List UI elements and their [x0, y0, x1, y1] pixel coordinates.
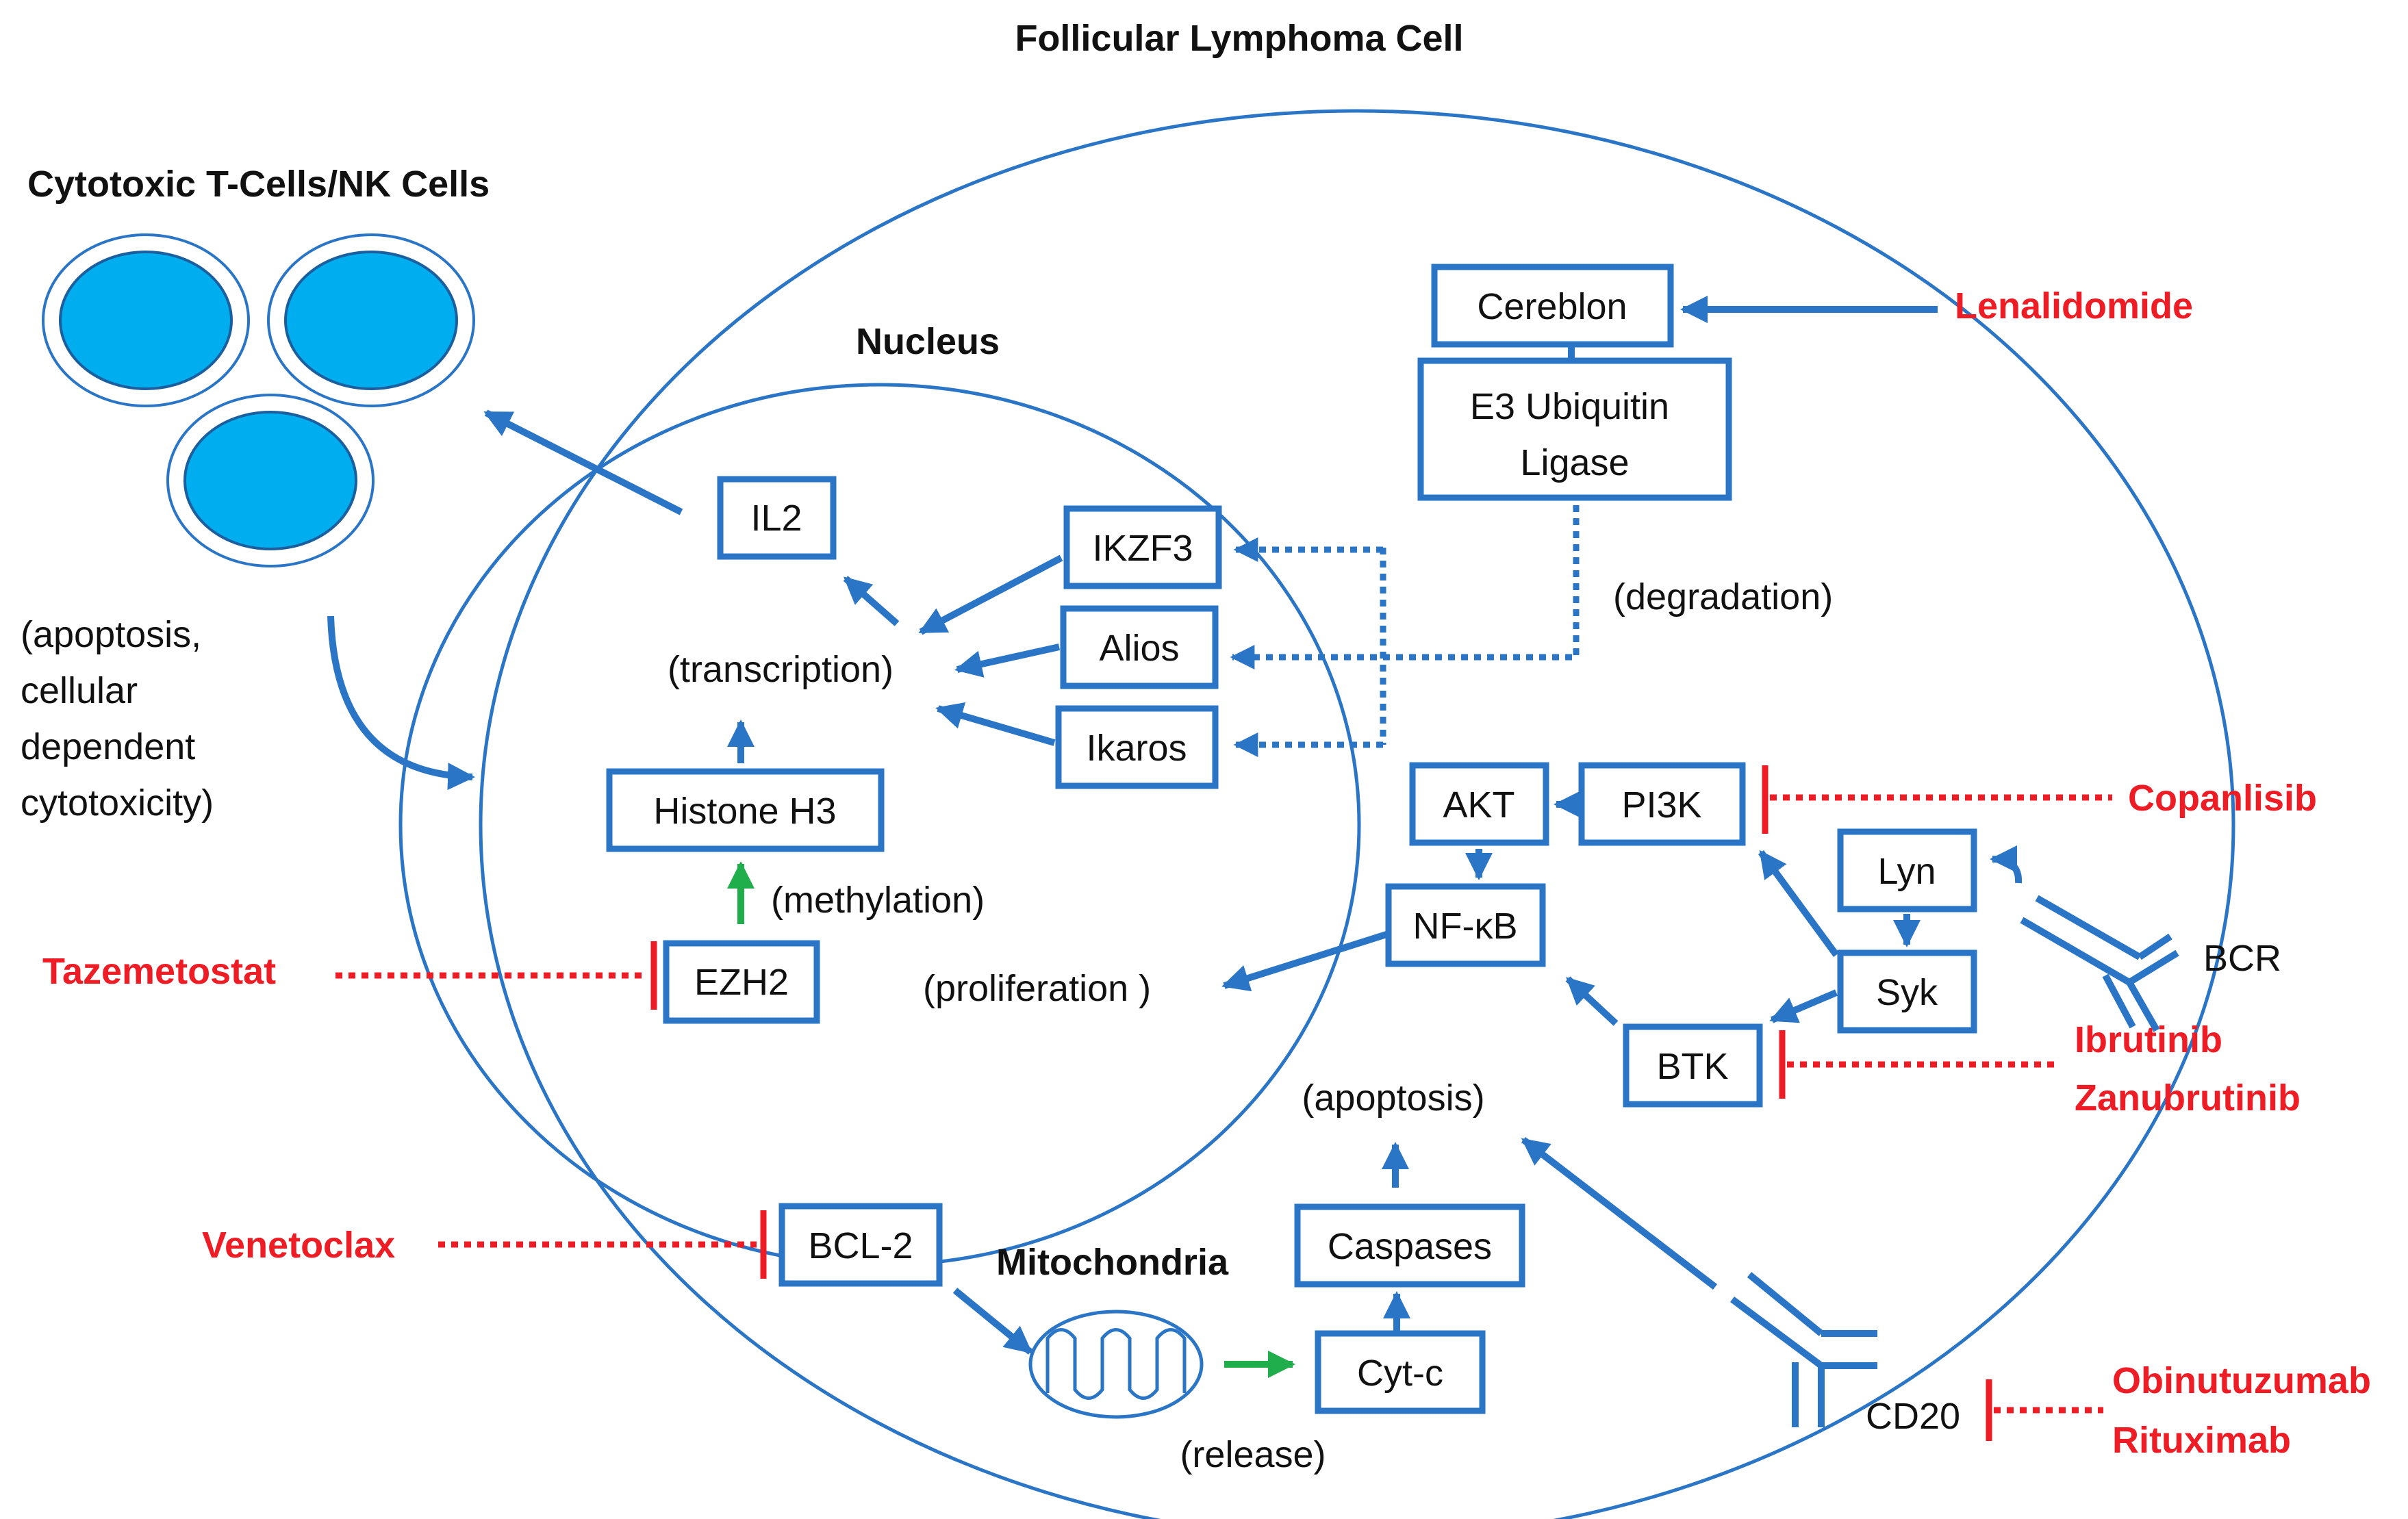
- btk-box: [1623, 1023, 1763, 1108]
- il2-label: IL2: [750, 498, 802, 539]
- mitochondria-icon: [1028, 1310, 1204, 1419]
- e3-ligase-box: [1417, 357, 1732, 501]
- akt-box: [1409, 762, 1549, 846]
- syk-to-btk-arrow: [1769, 989, 1838, 1023]
- bcr-receptor-icon: [2020, 895, 2179, 1032]
- il2-to-immune-arrow: [483, 409, 683, 515]
- bcl2-to-mitochondria-arrow: [952, 1288, 1033, 1355]
- copanlisib-label: Copanlisib: [2128, 778, 2317, 819]
- rituximab-label: Rituximab: [2112, 1420, 2291, 1461]
- immune-cell-3: [166, 394, 375, 567]
- histone-h3-label: Histone H3: [653, 791, 836, 832]
- cd20-receptor-icon: [1730, 1272, 1877, 1427]
- ezh2-label: EZH2: [694, 962, 789, 1003]
- lenalidomide-label: Lenalidomide: [1955, 285, 2193, 327]
- cytc-box: [1315, 1330, 1486, 1414]
- cd20-label: CD20: [1866, 1396, 1960, 1437]
- immune-cell-1: [42, 233, 250, 407]
- alios-to-transcription-arrow: [954, 643, 1061, 678]
- proliferation-label: (proliferation ): [923, 968, 1151, 1009]
- methylation-label: (methylation): [771, 880, 985, 921]
- ikaros-box: [1055, 705, 1219, 789]
- alios-box: [1060, 605, 1219, 689]
- alios-label: Alios: [1099, 628, 1179, 669]
- mitochondria-label: Mitochondria: [996, 1242, 1229, 1283]
- tazemetostat-label: Tazemetostat: [42, 951, 276, 992]
- ibrutinib-label: Ibrutinib: [2075, 1019, 2222, 1060]
- cereblon-box: [1431, 264, 1674, 348]
- nfkb-label: NF-κB: [1413, 906, 1518, 947]
- histone-h3-box: [606, 768, 885, 852]
- pi3k-label: PI3K: [1621, 784, 1701, 826]
- caspases-box: [1294, 1203, 1525, 1288]
- zanubrutinib-label: Zanubrutinib: [2075, 1077, 2301, 1119]
- ezh2-box: [663, 940, 820, 1024]
- immune-attack-arrow: [327, 615, 475, 791]
- transcription-label: (transcription): [668, 649, 894, 690]
- cd20-to-apoptosis-arrow: [1521, 1137, 1718, 1290]
- cereblon-label: Cereblon: [1477, 286, 1627, 327]
- release-label: (release): [1180, 1434, 1326, 1475]
- lyn-box: [1837, 828, 1977, 912]
- diagram-title: Follicular Lymphoma Cell: [1015, 18, 1463, 59]
- lymphoma-cell-membrane: [479, 109, 2235, 1519]
- bcl2-box: [778, 1203, 943, 1287]
- immune-cytotoxicity-note: (apoptosis, cellular dependent cytotoxic…: [21, 614, 214, 824]
- bcr-label: BCR: [2203, 938, 2281, 979]
- caspases-label: Caspases: [1328, 1226, 1492, 1267]
- degradation-label: (degradation): [1613, 576, 1833, 617]
- apoptosis-label: (apoptosis): [1302, 1077, 1484, 1119]
- bcl2-label: BCL-2: [808, 1225, 913, 1266]
- immune-cells-label: Cytotoxic T-Cells/NK Cells: [27, 164, 490, 205]
- obinutuzumab-label: Obinutuzumab: [2112, 1360, 2371, 1401]
- ikaros-label: Ikaros: [1086, 728, 1187, 769]
- nfkb-to-proliferation-arrow: [1221, 931, 1388, 992]
- syk-label: Syk: [1876, 972, 1938, 1013]
- venetoclax-label: Venetoclax: [202, 1225, 395, 1266]
- syk-box: [1837, 949, 1977, 1034]
- ikzf3-label: IKZF3: [1092, 528, 1193, 569]
- ikzf3-to-transcription-arrow: [918, 554, 1063, 635]
- bcr-to-lyn-arrow: [1990, 845, 2023, 884]
- btk-to-nfkb-arrow: [1565, 976, 1619, 1026]
- il2-box: [717, 476, 837, 560]
- ikzf3-box: [1063, 505, 1222, 589]
- nucleus-label: Nucleus: [856, 321, 1000, 362]
- e3-ligase-label: E3 Ubiquitin Ligase: [1470, 386, 1680, 483]
- immune-cell-2: [267, 233, 475, 407]
- transcription-to-il2-arrow: [843, 576, 900, 626]
- degradation-dotted-line: [1260, 505, 1580, 661]
- cytc-label: Cyt-c: [1357, 1353, 1443, 1394]
- lyn-label: Lyn: [1877, 851, 1936, 892]
- akt-label: AKT: [1443, 784, 1514, 826]
- btk-label: BTK: [1656, 1046, 1728, 1087]
- syk-to-pi3k-arrow: [1758, 850, 1840, 957]
- pi3k-box: [1578, 762, 1746, 846]
- nfkb-box: [1385, 883, 1546, 967]
- ikaros-to-transcription-arrow: [935, 702, 1056, 746]
